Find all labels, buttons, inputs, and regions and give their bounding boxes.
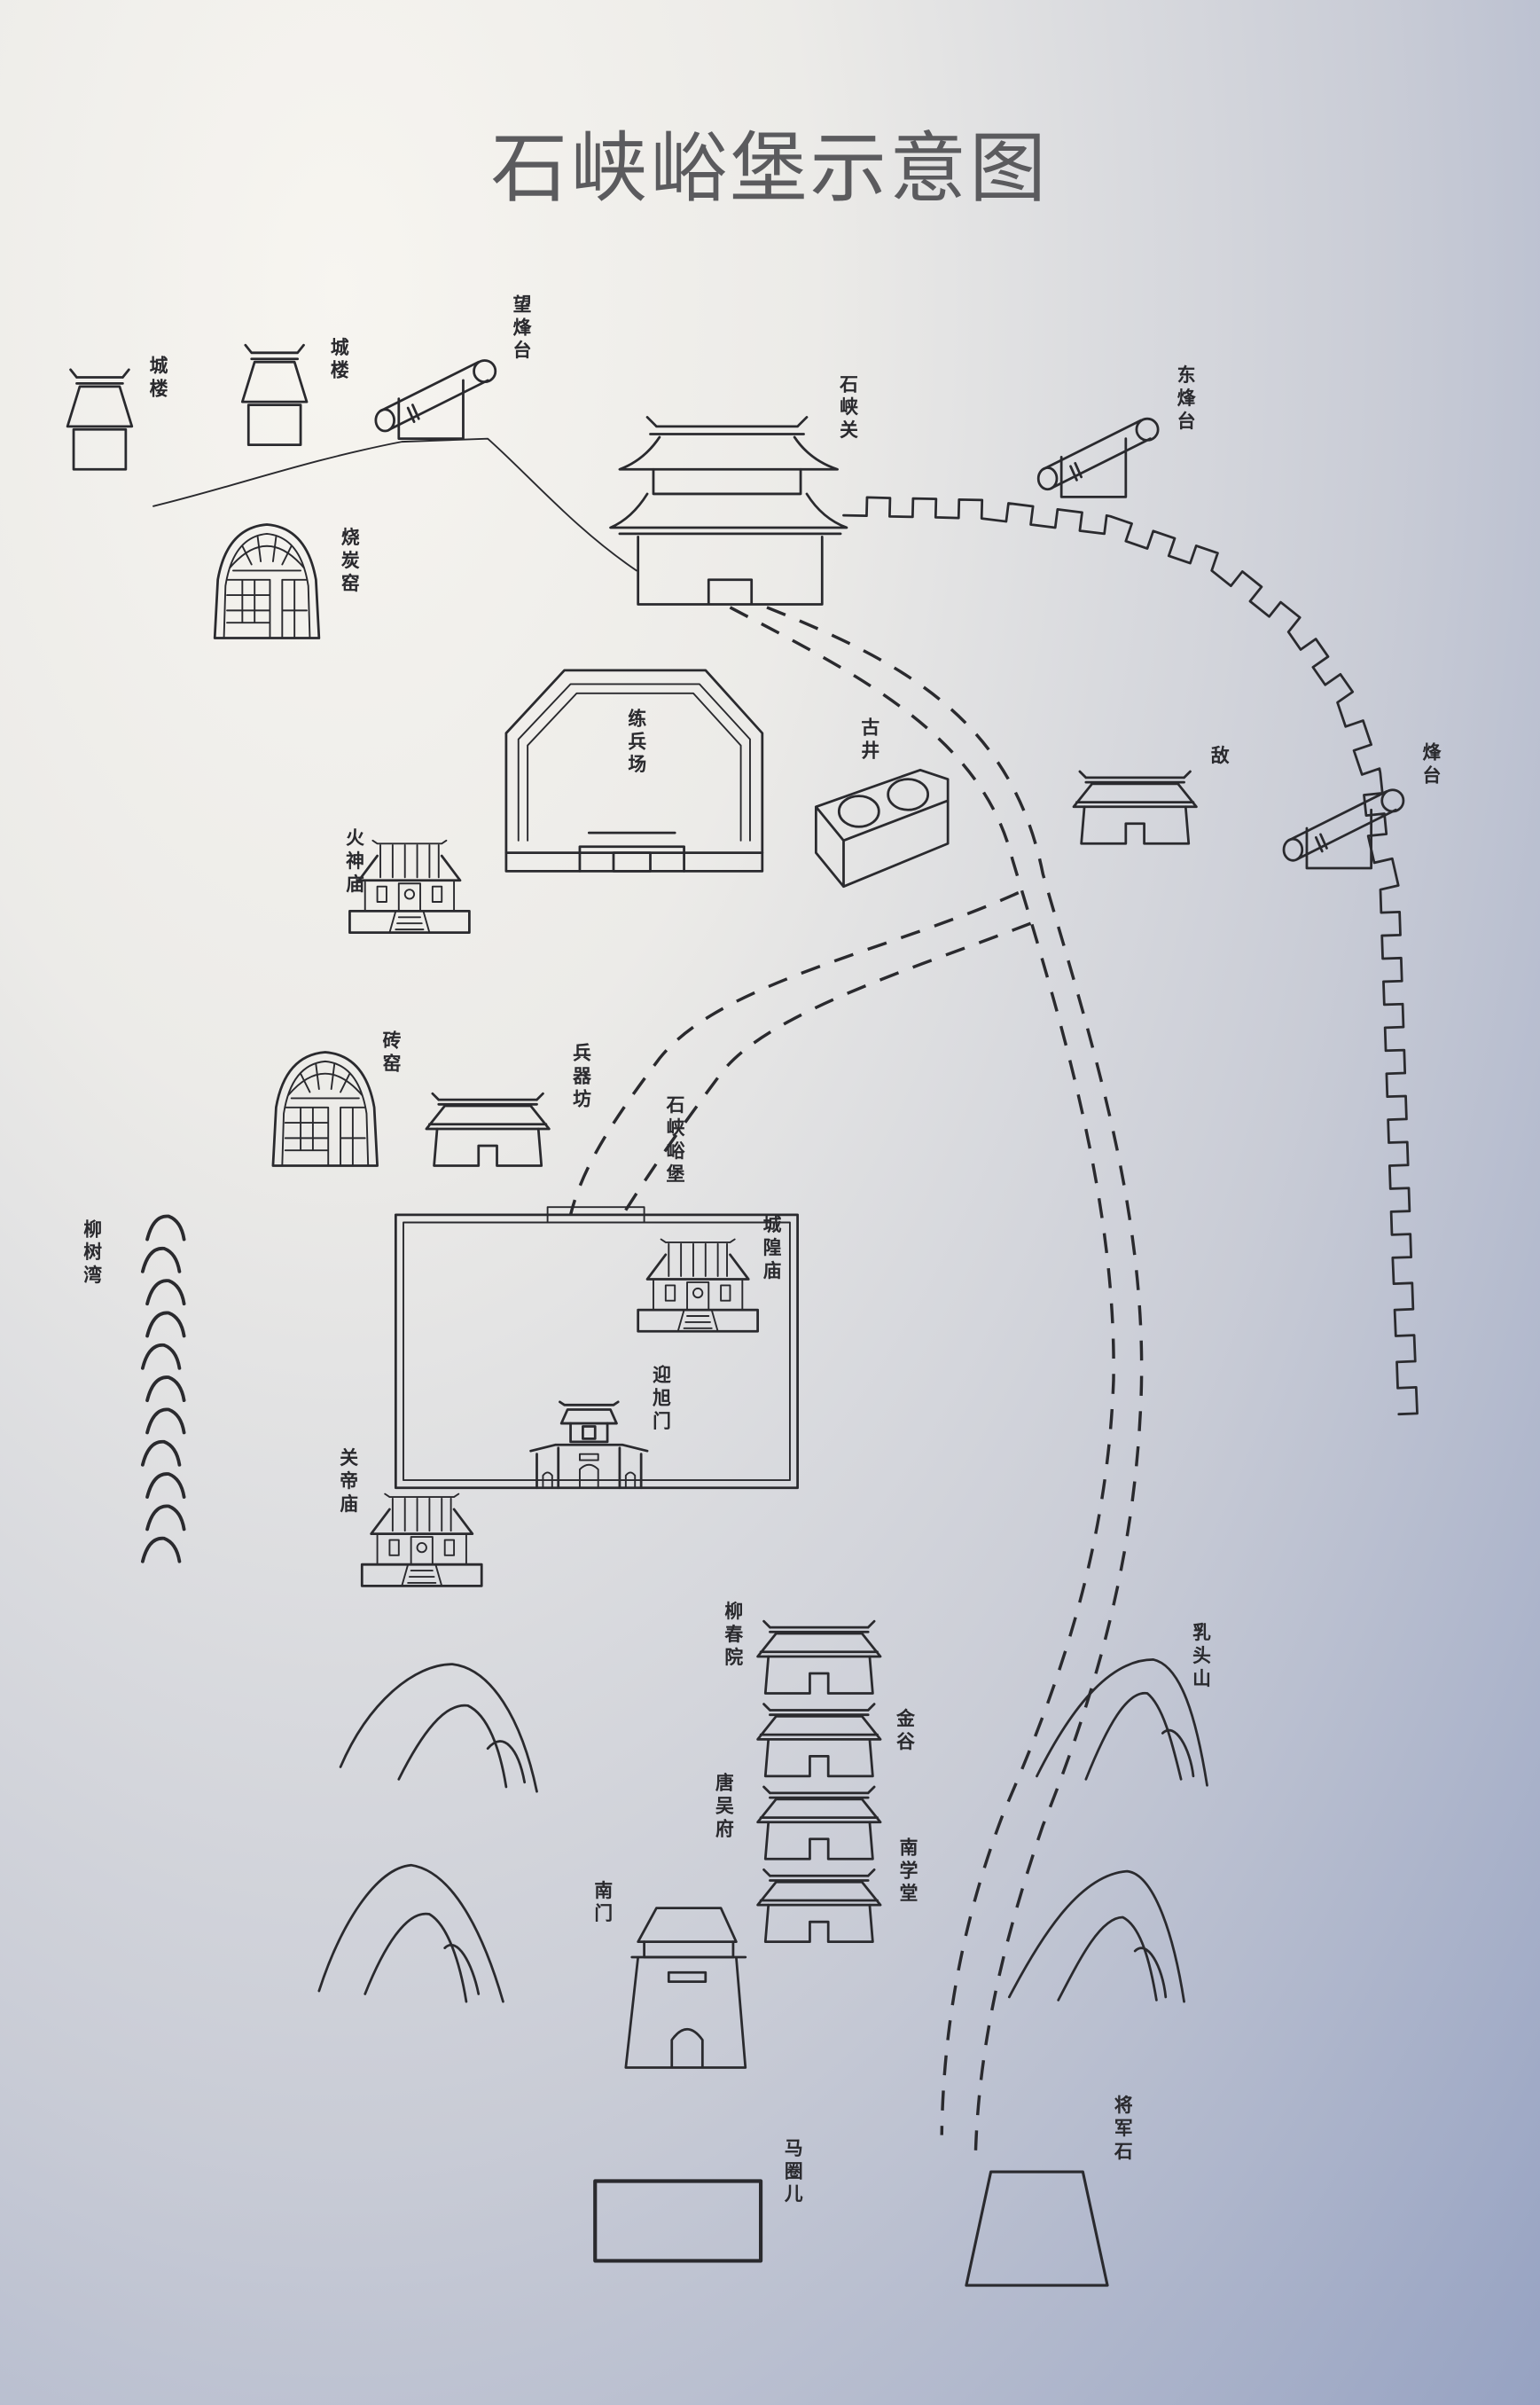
willow-tree-icon: [140, 1246, 182, 1273]
label-shixia-pass: 石峡关: [837, 374, 859, 443]
willow-tree-icon: [140, 1439, 182, 1467]
label-liuchun-courtyard: 柳春院: [722, 1601, 745, 1671]
charcoal-kiln-icon: [213, 523, 321, 639]
label-east-beacon: 东烽台: [1175, 364, 1197, 435]
label-city-god-temple: 城隍庙: [761, 1214, 783, 1284]
label-city-tower-1: 城楼: [147, 356, 169, 403]
south-school-hall-icon: [756, 1868, 882, 1944]
label-watch-beacon: 望烽台: [511, 294, 533, 364]
willow-tree-icon: [140, 1343, 182, 1370]
road-branch-east: [621, 921, 1032, 1216]
fire-god-temple-icon: [348, 839, 471, 934]
general-rock-icon: [965, 2170, 1109, 2287]
willow-tree-icon: [145, 1214, 186, 1242]
jingu-hall-icon: [756, 1703, 882, 1778]
brick-kiln-icon: [271, 1051, 379, 1167]
label-ancient-well: 古井: [858, 717, 881, 764]
willow-tree-icon: [145, 1311, 186, 1338]
label-guandi-temple: 关帝庙: [337, 1447, 359, 1517]
label-south-school: 南学堂: [897, 1837, 919, 1907]
road-branch-west: [568, 891, 1020, 1216]
label-armory: 兵器坊: [570, 1043, 592, 1112]
great-wall: [842, 496, 1419, 1416]
label-general-rock: 将军石: [1112, 2095, 1134, 2165]
shixia-pass-icon: [609, 416, 848, 606]
ancient-well-icon: [814, 768, 950, 889]
label-south-gate: 南门: [591, 1880, 614, 1927]
willow-tree-icon: [145, 1407, 186, 1435]
label-horse-corral: 马圈儿: [782, 2138, 804, 2207]
label-fire-god-temple: 火神庙: [343, 827, 365, 897]
road-main-west: [729, 606, 1115, 2135]
label-shixiayu-fort: 石峡峪堡: [664, 1094, 686, 1187]
liuchun-courtyard-hall-icon: [756, 1619, 882, 1695]
label-tangwu-mansion: 唐吴府: [713, 1773, 735, 1843]
label-willow-bay: 柳树湾: [81, 1219, 103, 1289]
ridge-line: [152, 437, 637, 572]
mountain-left-1: [339, 1663, 538, 1793]
willow-tree-icon: [145, 1375, 186, 1403]
city-god-temple-icon: [637, 1238, 760, 1333]
willow-tree-icon: [145, 1504, 186, 1532]
label-jingu: 金谷: [894, 1708, 916, 1755]
label-city-tower-2: 城楼: [328, 337, 350, 384]
fort-wall: [394, 1206, 799, 1490]
guandi-temple-icon: [360, 1492, 483, 1587]
label-beacon: 烽台: [1419, 742, 1442, 789]
training-ground-icon: [504, 669, 764, 873]
yingxu-gate-icon: [529, 1400, 649, 1490]
map-title: 石峡峪堡示意图: [490, 124, 1050, 214]
mountain-right-2: [1007, 1869, 1185, 2003]
willow-tree-icon: [140, 1536, 182, 1563]
south-gate-icon: [624, 1907, 747, 2069]
tangwu-mansion-hall-icon: [756, 1785, 882, 1861]
watch-beacon-cannon-icon: [374, 359, 497, 441]
willow-trees: [140, 1214, 186, 1563]
east-beacon-cannon-icon: [1036, 417, 1160, 498]
horse-corral-icon: [593, 2179, 763, 2263]
label-rutou-mountain: 乳头山: [1190, 1622, 1212, 1692]
label-brick-kiln: 砖窑: [380, 1030, 403, 1077]
label-yingxu-gate: 迎旭门: [650, 1365, 672, 1435]
mountain-rutou: [1036, 1658, 1208, 1787]
willow-tree-icon: [145, 1279, 186, 1306]
mountain-left-2: [317, 1863, 504, 2003]
willow-tree-icon: [145, 1472, 186, 1499]
label-charcoal-kiln: 烧炭窑: [339, 527, 361, 597]
armory-hall-icon: [425, 1092, 551, 1167]
enemy-tower-hall-icon: [1072, 770, 1198, 845]
road-main-east: [766, 606, 1144, 2157]
label-training-ground: 练兵场: [625, 709, 648, 778]
city-tower-icon-2: [240, 343, 309, 446]
label-enemy-tower: 敌: [1208, 745, 1231, 769]
city-tower-icon-1: [66, 368, 134, 471]
